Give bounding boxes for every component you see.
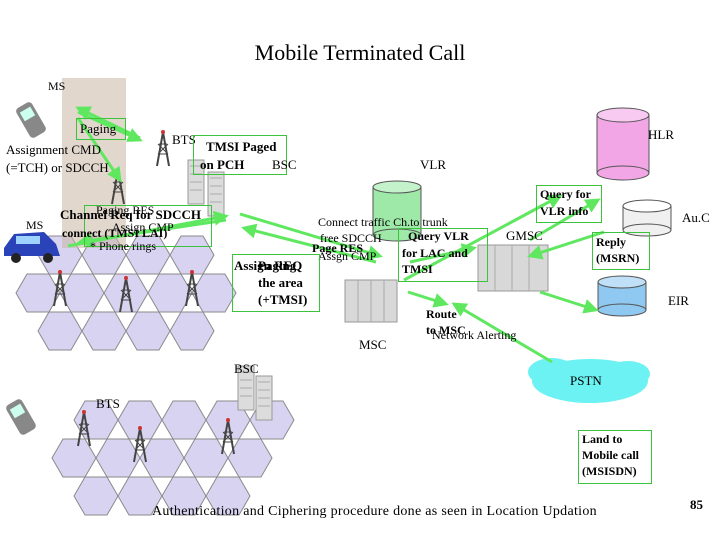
pstn-cloud-icon bbox=[528, 358, 650, 403]
channel-request-box bbox=[84, 205, 212, 247]
page-title: Mobile Terminated Call bbox=[254, 40, 466, 65]
land-to-mobile-box bbox=[578, 430, 652, 484]
bts-label-top: BTS bbox=[172, 132, 196, 147]
free-sdcch-label: free SDCCH bbox=[320, 231, 382, 245]
channel-req-label: Channel Req for SDCCH bbox=[60, 207, 201, 222]
query-vlr-label: Query VLR bbox=[408, 229, 469, 243]
pstn-label: PSTN bbox=[570, 373, 602, 388]
network-alerting-label: Network Alerting bbox=[432, 328, 517, 342]
tmsi-paged-box bbox=[193, 135, 287, 175]
ms-label: MS bbox=[48, 79, 66, 93]
eir-label: EIR bbox=[668, 293, 689, 308]
phone-rings-label: * Phone rings bbox=[90, 239, 156, 253]
mobile-phone-icon bbox=[6, 399, 36, 435]
paging-mid-label: Paging bbox=[258, 258, 297, 273]
msc-label: MSC bbox=[359, 337, 387, 352]
mobile-call-label: Mobile call bbox=[582, 448, 639, 462]
signal-arrows bbox=[67, 106, 605, 364]
paging-res-label: Paging RES bbox=[96, 203, 155, 217]
query-vlr-info-box bbox=[536, 185, 602, 223]
gmsc-rack-icon bbox=[477, 244, 549, 292]
assign-cmp-mid-label: Assgn CMP bbox=[318, 249, 377, 263]
query-for-label: Query for bbox=[540, 187, 591, 201]
tmsi-label: TMSI bbox=[402, 262, 433, 276]
paging-box bbox=[76, 118, 126, 140]
for-lac-label: for LAC and bbox=[402, 246, 468, 260]
ms-photo-backdrop bbox=[62, 78, 126, 248]
vlr-info-label: VLR info bbox=[540, 204, 589, 218]
assign-cmp-left-label: Assign CMP bbox=[112, 220, 174, 234]
hlr-label: HLR bbox=[648, 127, 674, 142]
footer-note: Authentication and Ciphering procedure d… bbox=[152, 504, 597, 519]
hlr-database-icon bbox=[596, 107, 650, 181]
eir-database-icon bbox=[597, 275, 647, 317]
page-res-label: Page RES bbox=[312, 241, 363, 255]
tmsi-paged-label: TMSI Paged bbox=[206, 139, 277, 154]
route-label: Route bbox=[426, 307, 457, 321]
bsc-label-bottom: BSC bbox=[234, 361, 259, 376]
reply-label: Reply bbox=[596, 235, 626, 249]
msc-rack-icon bbox=[344, 279, 398, 323]
ms-label-left: MS bbox=[26, 218, 44, 232]
msisdn-label: (MSISDN) bbox=[582, 464, 637, 478]
to-msc-label: to MSC bbox=[426, 323, 466, 337]
vlr-label: VLR bbox=[420, 157, 446, 172]
assign-req-box bbox=[232, 254, 320, 312]
paging-label: Paging bbox=[80, 121, 117, 136]
reply-msrn-box bbox=[592, 232, 650, 270]
gmsc-label: GMSC bbox=[506, 228, 543, 243]
auc-database-icon bbox=[622, 199, 672, 237]
tch-sdcch-label: (=TCH) or SDCCH bbox=[6, 160, 109, 175]
assignment-cmd-label: Assignment CMD bbox=[6, 142, 101, 157]
page-number: 85 bbox=[690, 497, 703, 512]
the-area-label: the area bbox=[258, 275, 303, 290]
bts-label-bottom: BTS bbox=[96, 396, 120, 411]
auc-label: Au.C bbox=[682, 210, 710, 225]
on-pch-label: on PCH bbox=[200, 157, 245, 172]
query-vlr-lac-box bbox=[398, 228, 488, 282]
msrn-label: (MSRN) bbox=[596, 251, 640, 265]
land-to-label: Land to bbox=[582, 432, 623, 446]
car-icon bbox=[4, 232, 60, 263]
vlr-database-icon bbox=[372, 180, 422, 242]
mobile-phone-icon bbox=[16, 102, 46, 138]
plus-tmsi-label: (+TMSI) bbox=[258, 292, 308, 307]
connect-tmsi-lai-label: connect (TMSI LAI) bbox=[62, 226, 168, 240]
connect-traffic-label: Connect traffic Ch.to trunk bbox=[318, 215, 448, 229]
assign-req-label: Assign REQ bbox=[234, 258, 303, 273]
bsc-label-top: BSC bbox=[272, 157, 297, 172]
